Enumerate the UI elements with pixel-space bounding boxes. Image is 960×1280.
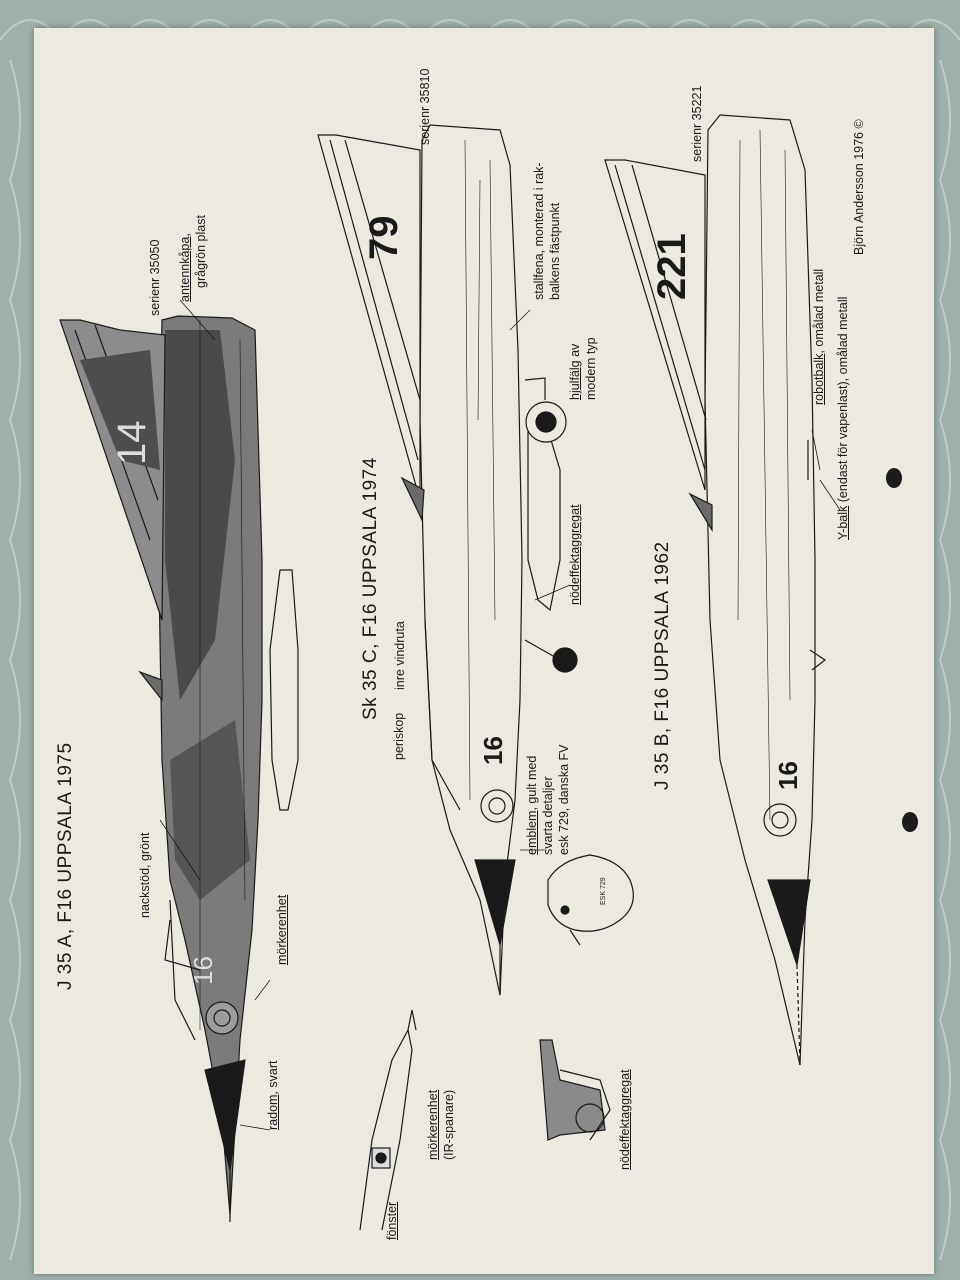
label-morkerenhet: mörkerenhet [275, 894, 289, 965]
label-periskop: periskop [392, 712, 406, 760]
ir-nose-detail [359, 1009, 417, 1231]
title-j35b: J 35 B, F16 UPPSALA 1962 [652, 541, 673, 790]
label-fonster: fönster [385, 1201, 399, 1240]
label-modern-typ: modern typ [584, 337, 598, 400]
label-nackstod: nackstöd, grönt [138, 832, 152, 918]
label-nodeffekt-sk: nödeffektaggregat [568, 504, 582, 605]
label-nodeffekt-detail: nödeffektaggregat [618, 1069, 632, 1170]
label-stallfena-1: stallfena, monterad i rak- [532, 162, 546, 300]
label-gragron: grågrön plast [194, 215, 208, 288]
label-emblem: emblem, gult med [525, 755, 539, 855]
emblem-text: ESK 729 [600, 877, 607, 905]
marking-j35a-nose: 16 [188, 956, 218, 985]
label-antennkapa: antennkåpa, [178, 233, 192, 302]
title-j35a: J 35 A, F16 UPPSALA 1975 [55, 742, 76, 990]
label-robotbalk: robotbalk, omålad metall [812, 268, 826, 405]
marking-j35a-tail: 14 [110, 420, 154, 466]
marking-sk35c-nose: 16 [478, 736, 508, 765]
j35b-drawing [604, 114, 827, 1066]
j35a-drawing [59, 315, 299, 1222]
marking-j35b-tail: 221 [650, 233, 694, 300]
label-emblem-2: svarta detaljer [541, 776, 555, 855]
label-radom: radom, svart [266, 1060, 280, 1130]
label-inre-vindruta: inre vindruta [393, 621, 407, 690]
emblem-drawing [547, 854, 634, 946]
label-hjulfalg: hjulfälg av [568, 343, 582, 400]
label-stallfena-2: balkens fästpunkt [548, 202, 562, 300]
label-serienr-35050: serienr 35050 [148, 239, 162, 316]
binder-hole-top [886, 468, 902, 488]
label-morkerenhet-ir: mörkerenhet [426, 1089, 440, 1160]
leader-lines [159, 299, 841, 1131]
label-ir-spanare: (IR-spanare) [442, 1089, 456, 1160]
label-serienr-35221: serienr 35221 [690, 85, 704, 162]
binder-hole-bottom [902, 812, 918, 832]
marking-sk35c-tail: 79 [362, 215, 406, 261]
label-emblem-3: esk 729, danska FV [557, 744, 571, 855]
label-copyright: Björn Andersson 1976 © [852, 119, 866, 255]
sk35c-drawing [317, 124, 578, 996]
ram-air-turbine-detail [539, 1039, 611, 1141]
label-serienr-35810: serienr 35810 [418, 68, 432, 145]
title-sk35c: Sk 35 C, F16 UPPSALA 1974 [360, 457, 381, 720]
label-ybalk: Y-balk (endast för vapenlast), omålad me… [836, 296, 850, 540]
marking-j35b-nose: 16 [773, 761, 803, 790]
